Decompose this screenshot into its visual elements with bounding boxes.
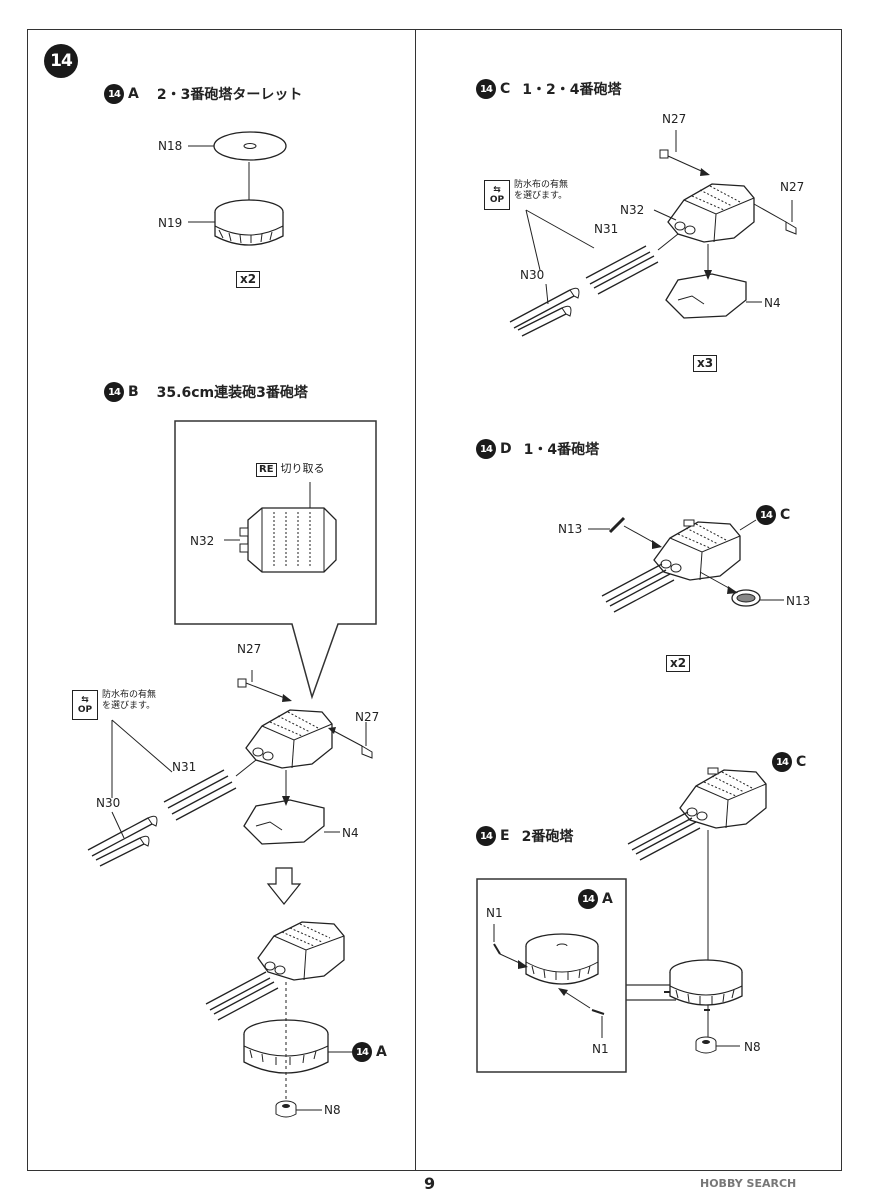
re-text: 切り取る: [280, 462, 325, 475]
part-label-n1-bottom: N1: [592, 1042, 609, 1056]
part-label-n27-b-right: N27: [355, 710, 380, 724]
watermark: HOBBY SEARCH: [700, 1177, 797, 1190]
part-label-n8-e: N8: [744, 1040, 761, 1054]
section-a-letter: A: [128, 86, 139, 102]
part-label-n31-b: N31: [172, 760, 197, 774]
part-label-n31-c: N31: [594, 222, 619, 236]
op-tag-c: OP: [489, 195, 505, 205]
part-label-n30-c: N30: [520, 268, 545, 282]
section-e-badge: 14: [476, 826, 496, 846]
ref-14c-d: 14 C: [756, 505, 790, 525]
part-label-n32-c: N32: [620, 203, 645, 217]
part-label-n18: N18: [158, 139, 183, 153]
page-frame: [27, 29, 842, 1171]
section-c-title: 1・2・4番砲塔: [522, 82, 622, 98]
part-label-n4-c: N4: [764, 296, 781, 310]
ref-14c-d-badge: 14: [756, 505, 776, 525]
step-number-badge: 14: [44, 44, 78, 78]
section-b-title: 35.6cm連装砲3番砲塔: [156, 385, 308, 401]
part-label-n13-rod: N13: [558, 522, 583, 536]
section-c-letter: C: [500, 81, 511, 97]
ref-14a-e-badge: 14: [578, 889, 598, 909]
ref-14c-e-letter: C: [796, 754, 807, 770]
section-a-title: 2・3番砲塔ターレット: [156, 87, 303, 103]
part-label-n32-b: N32: [190, 534, 215, 548]
quantity-multiplier-d: x2: [666, 655, 691, 672]
op-icon-b: ⇆OP: [72, 690, 98, 720]
ref-14a-e: 14 A: [578, 889, 613, 909]
section-c-badge: 14: [476, 79, 496, 99]
ref-14c-e: 14 C: [772, 752, 806, 772]
section-d-heading: 14 D 1・4番砲塔: [476, 439, 599, 459]
op-arrows-icon: ⇆: [81, 695, 89, 705]
part-label-n1-top: N1: [486, 906, 503, 920]
re-tag: RE: [256, 463, 277, 477]
section-e-letter: E: [500, 828, 510, 844]
ref-14a-b-letter: A: [376, 1044, 387, 1060]
part-label-n8-b: N8: [324, 1103, 341, 1117]
section-b-heading: 14 B 35.6cm連装砲3番砲塔: [104, 382, 308, 402]
part-label-n4-b: N4: [342, 826, 359, 840]
quantity-multiplier-c: x3: [693, 355, 718, 372]
section-d-badge: 14: [476, 439, 496, 459]
op-text-b: 防水布の有無 を選びます。: [102, 690, 157, 711]
ref-14a-e-letter: A: [602, 891, 613, 907]
part-label-n13-oval: N13: [786, 594, 811, 608]
op-option-b: ⇆OP 防水布の有無 を選びます。: [72, 690, 156, 720]
op-tag-b: OP: [77, 705, 93, 715]
section-d-letter: D: [500, 441, 512, 457]
section-a-badge: 14: [104, 84, 124, 104]
section-c-heading: 14 C 1・2・4番砲塔: [476, 79, 622, 99]
op-icon-c: ⇆OP: [484, 180, 510, 210]
part-label-n27-c-right: N27: [780, 180, 805, 194]
part-label-n19: N19: [158, 216, 183, 230]
ref-14a-b-badge: 14: [352, 1042, 372, 1062]
part-label-n30-b: N30: [96, 796, 121, 810]
page-number: 9: [424, 1174, 436, 1193]
ref-14c-d-letter: C: [780, 507, 791, 523]
ref-14c-e-badge: 14: [772, 752, 792, 772]
part-label-n27-b-left: N27: [237, 642, 262, 656]
op-text-c: 防水布の有無 を選びます。: [514, 180, 569, 201]
section-d-title: 1・4番砲塔: [523, 442, 600, 458]
section-e-heading: 14 E 2番砲塔: [476, 826, 573, 846]
section-b-letter: B: [128, 384, 139, 400]
section-b-badge: 14: [104, 382, 124, 402]
quantity-multiplier: x2: [236, 271, 261, 288]
op-option-c: ⇆OP 防水布の有無 を選びます。: [484, 180, 568, 210]
ref-14a-b: 14 A: [352, 1042, 387, 1062]
column-divider: [415, 29, 416, 1171]
part-label-n27-c-left: N27: [662, 112, 687, 126]
section-a-heading: 14 A 2・3番砲塔ターレット: [104, 84, 302, 104]
section-e-title: 2番砲塔: [521, 829, 574, 845]
op-arrows-icon-c: ⇆: [493, 185, 501, 195]
